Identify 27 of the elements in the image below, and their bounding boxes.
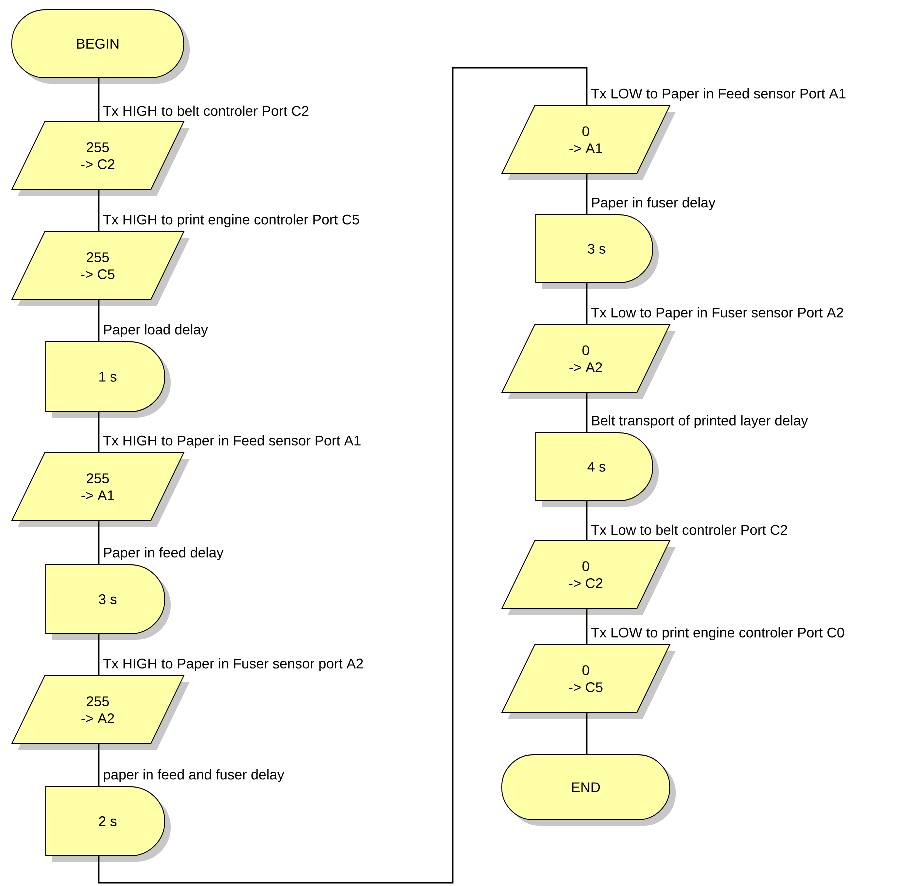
- edge-label: Paper load delay: [102, 323, 210, 339]
- connector-line: [98, 744, 100, 787]
- edge-label: Tx Low to belt controler Port C2: [590, 524, 790, 536]
- connector-line: [586, 174, 588, 215]
- edge-label: Tx HIGH to print engine controler Port C5: [102, 213, 361, 229]
- edge-label: Tx HIGH to belt controler Port C2: [102, 104, 310, 118]
- edge-label: Tx HIGH to Paper in Feed sensor Port A1: [102, 434, 363, 450]
- edge-label: Tx Low to Paper in Fuser sensor Port A2: [590, 306, 846, 322]
- edge-label: Paper in feed delay: [102, 546, 225, 562]
- edge-label: Tx LOW to Paper in Feed sensor Port A1: [590, 87, 848, 103]
- connector-line: [98, 634, 100, 676]
- connector-line: [586, 393, 588, 433]
- edge-label: Paper in fuser delay: [590, 196, 717, 212]
- connector-line: [98, 521, 100, 565]
- connector-line: [586, 501, 588, 541]
- connector-line: [98, 412, 100, 453]
- edge-label: paper in feed and fuser delay: [102, 768, 286, 784]
- connector-line: [586, 283, 588, 325]
- connector-line: [98, 300, 100, 342]
- connector-line: [586, 609, 588, 645]
- connector-line: [98, 67, 588, 884]
- edge-label: Tx HIGH to Paper in Fuser sensor port A2: [102, 657, 365, 673]
- connector-line: [586, 713, 588, 755]
- connector-line: [98, 190, 100, 232]
- edge-label: Belt transport of printed layer delay: [590, 414, 810, 430]
- connector-line: [98, 78, 100, 122]
- edge-label: Tx LOW to print engine controler Port C0: [590, 626, 846, 642]
